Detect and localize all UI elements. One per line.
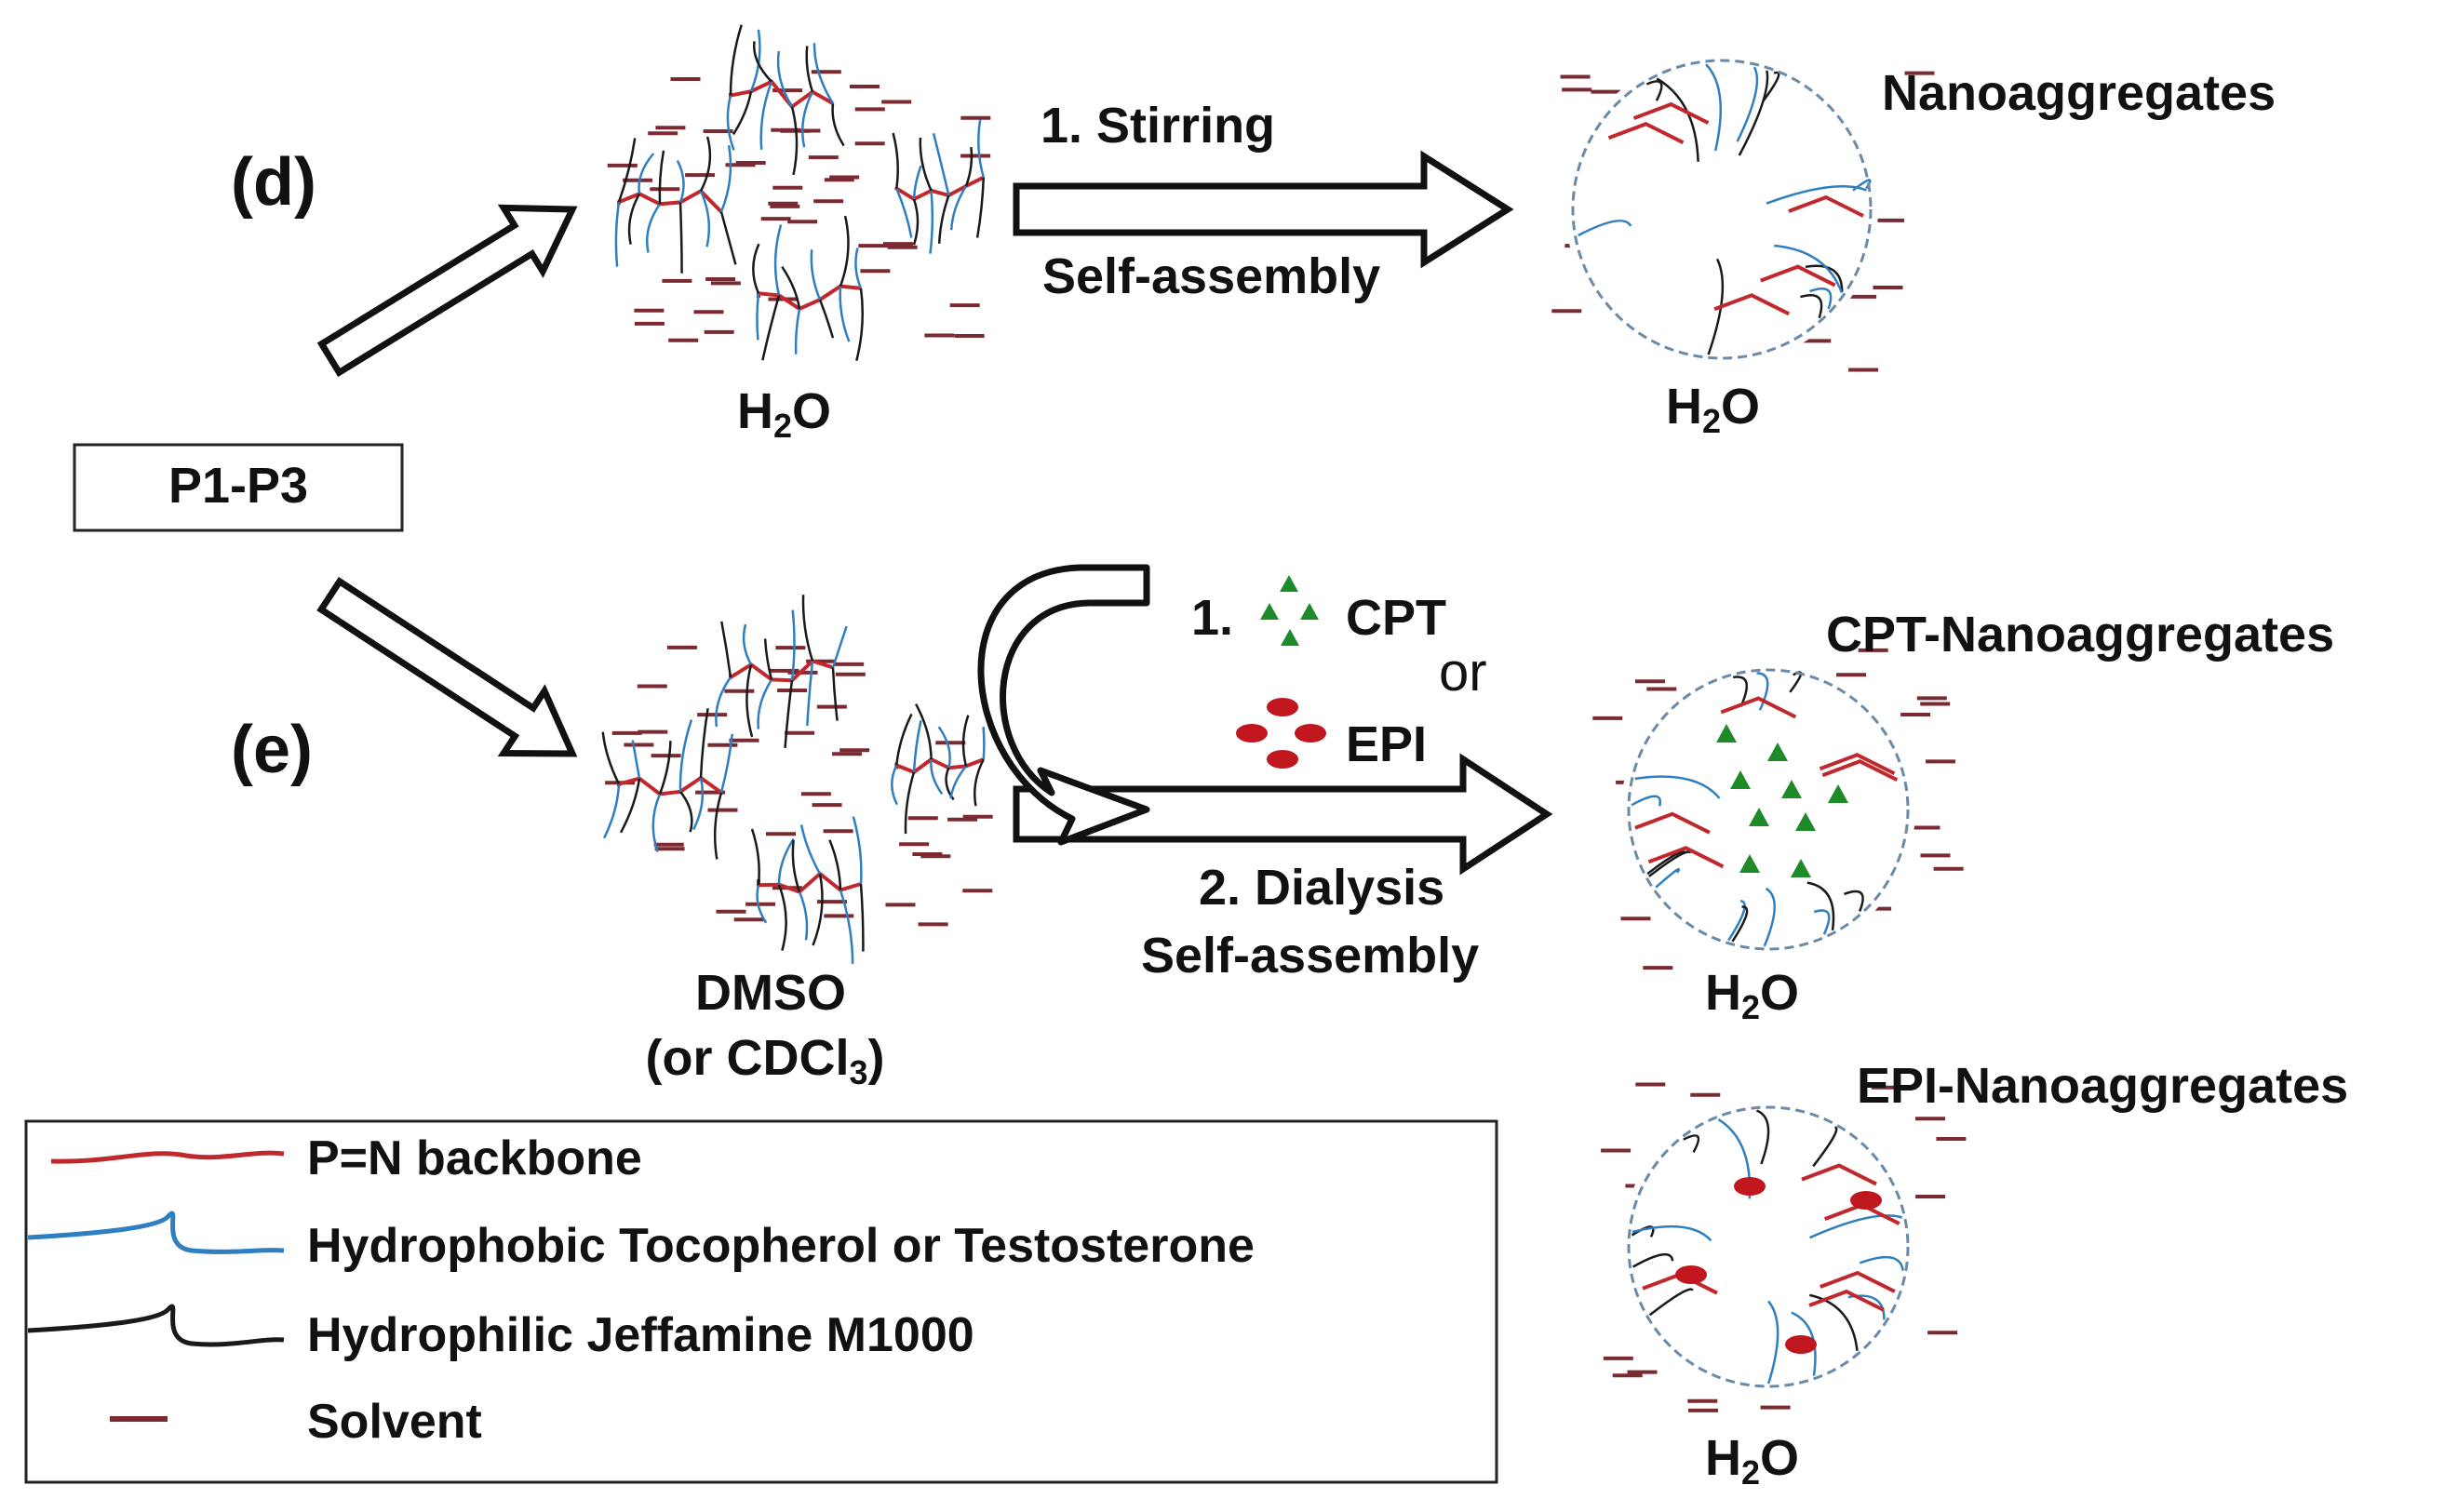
cpt-nanoaggregates-label: CPT-Nanoaggregates [1826,607,2334,662]
epi-ellipses-icon [1236,698,1326,769]
cpt-triangles-icon [1260,575,1319,646]
cdcl3-label: (or CDCl3) [646,1030,885,1091]
legend-solvent-label: Solvent [307,1395,482,1449]
water-label-epi: H2O [1705,1430,1799,1492]
step-selfassembly2-label: Self-assembly [1141,928,1479,983]
arrow-dialysis [1013,753,1553,876]
step-stirring-label: 1. Stirring [1041,98,1275,154]
start-box [73,443,404,532]
legend-backbone-label: P=N backbone [307,1131,642,1185]
polymer-dispersion-water [607,24,991,362]
nanoaggregate-epi [1601,1082,1967,1412]
nanoaggregate-cpt [1592,648,1964,970]
water-label-d: H2O [737,383,831,445]
start-box-label: P1-P3 [168,458,308,514]
epi-nanoaggregates-label: EPI-Nanoaggregates [1857,1058,2348,1114]
water-label-cpt: H2O [1705,965,1799,1026]
drug-cpt-label: CPT [1346,590,1446,646]
drug-epi-label: EPI [1346,716,1427,772]
legend-hydrophobic-label: Hydrophobic Tocopherol or Testosterone [307,1219,1255,1273]
step-selfassembly-label: Self-assembly [1042,248,1380,304]
legend-hydrophobic-swatch [27,1211,285,1254]
panel-label-d: (d) [231,145,316,220]
legend-backbone-swatch [50,1150,285,1164]
arrow-drug-loading [977,564,1150,846]
step-dialysis-label: 2. Dialysis [1199,860,1444,916]
legend-hydrophilic-label: Hydrophilic Jeffamine M1000 [307,1308,974,1362]
legend-box [24,1119,1498,1484]
legend-hydrophilic-swatch [27,1304,285,1347]
nanoaggregate-empty [1551,53,1935,372]
water-label-nano: H2O [1666,379,1760,440]
arrow-stirring [1013,150,1514,269]
panel-label-e: (e) [231,713,313,787]
nanoaggregates-label: Nanoaggregates [1882,65,2276,121]
arrow-to-dmso [316,577,578,757]
polymer-dispersion-dmso [601,595,993,964]
arrow-to-water [316,204,578,378]
step1-number: 1. [1191,590,1233,646]
or-label: or [1439,642,1487,702]
dmso-label: DMSO [695,965,846,1021]
